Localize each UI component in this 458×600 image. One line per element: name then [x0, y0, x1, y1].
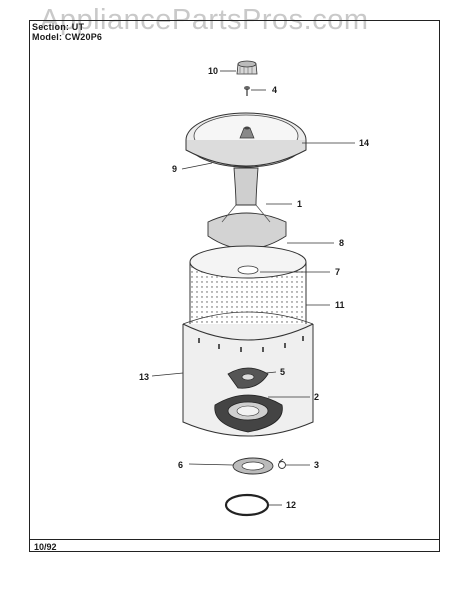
balance-ring: [185, 112, 307, 168]
agitator-cap: [236, 60, 258, 75]
callout-5: 5: [280, 367, 286, 377]
screw: [244, 86, 250, 96]
model-label: Model: CW20P6: [32, 32, 103, 42]
footer-divider: [29, 539, 440, 540]
callout-11: 11: [335, 300, 345, 310]
callout-10: 10: [208, 66, 219, 76]
callout-1: 1: [297, 199, 303, 209]
callout-13: 13: [139, 372, 150, 382]
callout-3: 3: [314, 460, 320, 470]
callout-8: 8: [339, 238, 345, 248]
callout-12: 12: [286, 500, 297, 510]
callout-4: 4: [272, 85, 278, 95]
hub: [207, 167, 287, 250]
callout-2: 2: [314, 392, 320, 402]
seal-washer: [232, 457, 274, 475]
callout-6: 6: [178, 460, 184, 470]
revision-date: 10/92: [34, 542, 57, 552]
callout-14: 14: [359, 138, 370, 148]
section-label: Section: UT: [32, 22, 85, 32]
leader-lines: [151, 70, 355, 506]
clip: [278, 458, 286, 469]
diagram-frame: [29, 20, 440, 552]
callout-7: 7: [335, 267, 341, 277]
outer-tub: [182, 311, 314, 437]
callout-9: 9: [172, 164, 178, 174]
o-ring: [224, 493, 270, 517]
